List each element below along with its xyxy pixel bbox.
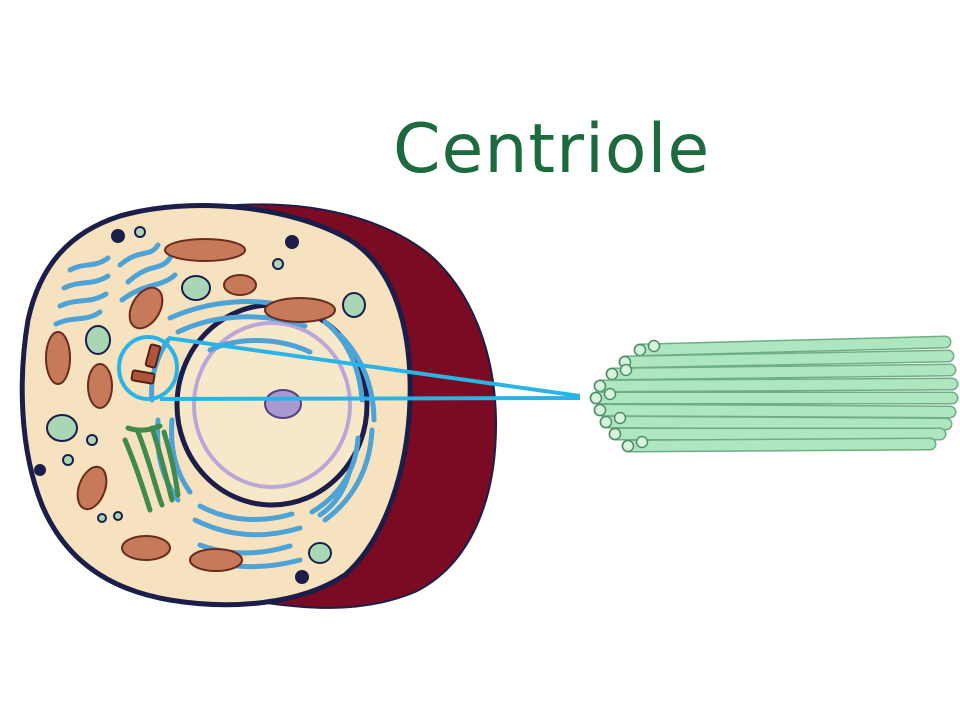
microtubule-end (603, 387, 617, 401)
nucleolus (264, 389, 302, 419)
zoom-callout (117, 335, 581, 401)
microtubule-end (608, 427, 622, 441)
microtubule-end (599, 415, 613, 429)
microtubule (595, 405, 955, 417)
microtubule (623, 439, 935, 451)
callout-line-bottom (159, 396, 581, 401)
microtubule-end (605, 367, 619, 381)
centriole-in-cell (130, 343, 162, 385)
centriole-zoomed (589, 335, 959, 453)
endoplasmic-reticulum (53, 242, 377, 570)
microtubule-end (621, 439, 635, 453)
microtubule-end (613, 411, 627, 425)
microtubule (635, 337, 950, 355)
microtubule-end (633, 343, 647, 357)
microtubule (620, 351, 953, 367)
vesicles (46, 226, 366, 564)
highlight-circle (117, 335, 179, 401)
microtubule-end (593, 379, 607, 393)
microtubule-end (589, 391, 603, 405)
microtubule (601, 417, 951, 429)
microtubule-end (635, 435, 649, 449)
microtubule (607, 365, 955, 379)
callout-line-top (167, 336, 581, 398)
membrane-pores (34, 229, 309, 584)
microtubule (595, 379, 957, 391)
microtubule-end (593, 403, 607, 417)
diagram-title: Centriole (393, 110, 711, 189)
microtubule-end (619, 363, 633, 377)
mitochondria (45, 238, 336, 572)
golgi-apparatus (122, 423, 181, 513)
microtubule-end (647, 339, 661, 353)
